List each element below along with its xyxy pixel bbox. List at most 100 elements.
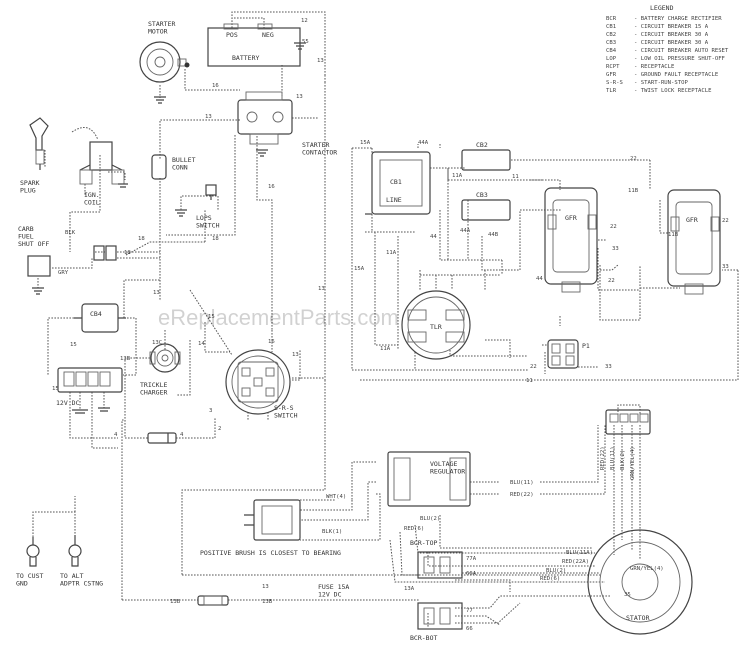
legend-code: CB3 [606,40,616,46]
wire-label: RED(22) [600,446,606,470]
cb2-breaker [461,149,511,171]
diode [147,432,177,444]
stator [587,409,693,635]
wire-label: BLU(2) [420,516,440,522]
battery-pos-label: POS [226,31,238,39]
wire-label: BLU(2) [546,568,566,574]
wire-label: GRN/YEL(4) [630,566,664,572]
legend-code: GFR [606,72,617,78]
legend-text: - LOW OIL PRESSURE SHUT-OFF [634,56,726,62]
wire-label: 15 [52,386,59,392]
tlr-label: TLR [430,323,442,331]
wire-label: 55 [302,39,309,45]
wire-label: 4 [180,432,184,438]
wire-label: 44 [430,234,437,240]
legend-code: CB4 [606,48,617,54]
lop-switch [175,184,217,217]
gfr-left [544,187,598,293]
wire-label: 4 [114,432,118,438]
wire-label: 66 [466,626,473,632]
wire-label: 11A [386,250,397,256]
trickle-charger [149,343,181,373]
wire-label: 15A [354,266,365,272]
bullet-connector [151,154,167,180]
wire-label: 13B [170,599,181,605]
wire-label: 11B [668,232,679,238]
bcr-bottom [417,602,463,630]
gfr-right-label: GFR [686,216,698,224]
wire-label: WHT(4) [326,494,346,500]
wire-label: RED(6) [540,576,560,582]
wire-label: 13C [152,340,162,346]
wire-label: 15A [360,140,371,146]
wire-label: 16 [268,339,275,345]
cb3-breaker [461,199,511,221]
wire-label: 13 [318,286,325,292]
wire-label: 33 [605,364,612,370]
wire-label: 33 [612,246,619,252]
legend-title: LEGEND [650,4,674,12]
wire-label: 13 [153,290,160,296]
cb3-label: CB3 [476,191,488,199]
cb1-line-label: LINE [386,196,402,204]
bcr-top [417,551,463,579]
watermark: eReplacementParts.com [158,305,399,330]
wire-label: 18 [124,250,131,256]
wire-network [32,11,739,628]
legend-text: - CIRCUIT BREAKER 30 A [634,32,709,38]
wire-labels: 12 55 13 16 13 13 16 18 18 18 BLK GRY 13… [52,18,729,632]
tlr-receptacle [401,290,471,360]
wire-label: 16 [268,184,275,190]
legend-code: CB1 [606,24,616,30]
wire-label: 22 [722,218,729,224]
wire-label: BLK [65,230,76,236]
wire-label: 13 [205,114,212,120]
dc12-label: 12V DC [56,399,80,407]
p1-connector [547,339,579,369]
cb4-label: CB4 [90,310,102,318]
legend-code: LOP [606,56,617,62]
wire-label: 77 [466,608,473,614]
wire-label: RED(22) [510,492,534,498]
wire-label: 14 [198,341,205,347]
legend-text: - TWIST LOCK RECEPTACLE [634,88,712,94]
wire-label: 22 [630,156,637,162]
wire-label: 22 [530,364,537,370]
wire-label: 11 [526,378,533,384]
ign-coil-label: IGN.COIL [84,191,100,207]
p1-label: P1 [582,342,590,350]
wire-label: 16 [212,83,219,89]
wire-label: 13B [120,356,131,362]
battery-neg-label: NEG [262,31,274,39]
starter-motor [139,41,190,104]
junction-connector [93,245,117,261]
dc12-receptacle [57,367,123,414]
wire-label: BLU(11) [610,446,616,470]
brush-holder [244,499,301,541]
bcr-top-label: BCR-TOP [410,539,437,547]
wire-label: 11 [512,174,519,180]
wire-label: 18 [138,236,145,242]
wire-label: 44 [536,276,543,282]
wire-label: 22 [608,278,615,284]
wire-label: 11B [628,188,639,194]
srs-switch [225,349,291,415]
ignition-coil [79,141,128,188]
wire-label: 33 [722,264,729,270]
cb1-label: CB1 [390,178,402,186]
wire-label: 3 [209,408,212,414]
legend-text: - GROUND FAULT RECEPTACLE [634,72,719,78]
legend-code: TLR [606,88,617,94]
wire-label: 2 [218,426,221,432]
legend-code: BCR [606,16,617,22]
